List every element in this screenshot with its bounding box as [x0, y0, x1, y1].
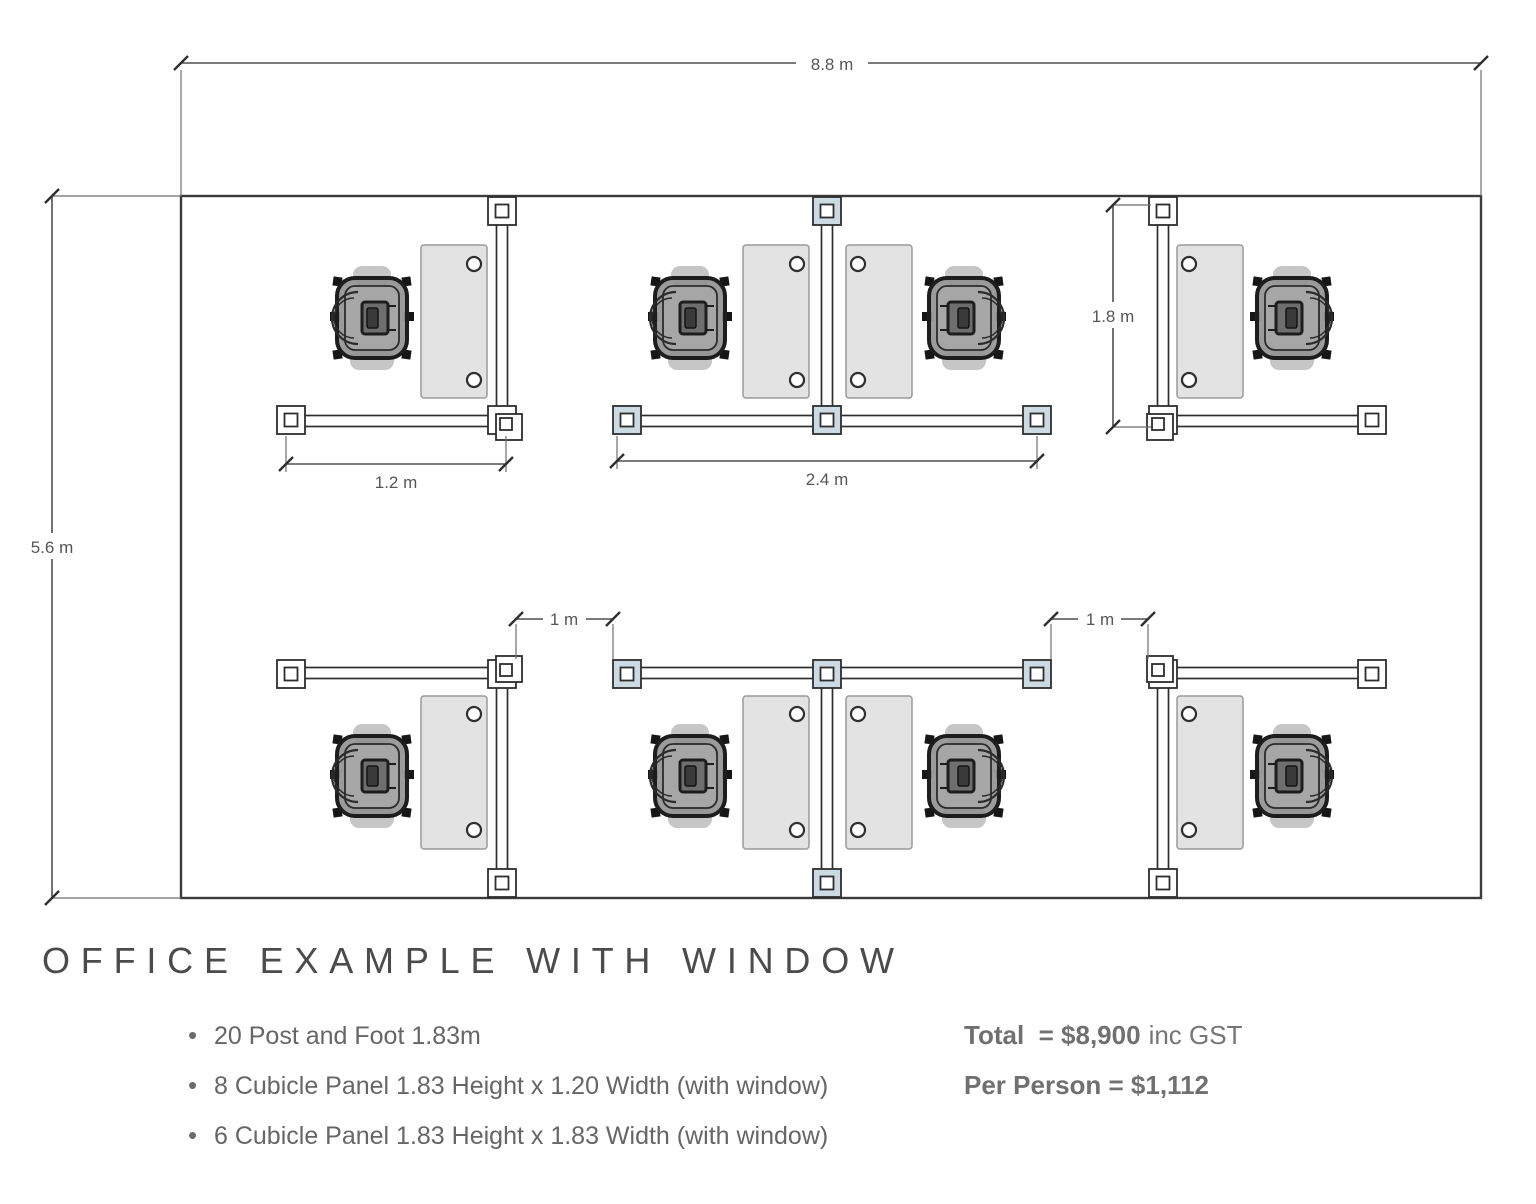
desk	[420, 244, 488, 399]
desk-grommet	[1180, 371, 1198, 389]
per-person-price-value: Per Person = $1,112	[964, 1070, 1210, 1100]
total-price-suffix: inc GST	[1148, 1020, 1243, 1050]
per-person-price-line: Per Person = $1,112	[964, 1072, 1242, 1098]
desk-grommet	[849, 821, 867, 839]
cubicle-panel-vertical	[495, 196, 509, 421]
dim-label-aisle-gap-left: 1 m	[550, 610, 578, 629]
floor-plan-diagram: 8.8 m 5.6 m 1.2 m 2.4 m 1.8 m	[18, 50, 1489, 906]
dim-label-aisle-gap-right: 1 m	[1086, 610, 1114, 629]
desk	[742, 695, 810, 850]
office-chair	[328, 722, 416, 830]
office-chair	[1248, 264, 1336, 372]
dim-label-panel-depth: 1.8 m	[1092, 307, 1135, 326]
bom-item: 8 Cubicle Panel 1.83 Height x 1.20 Width…	[188, 1073, 828, 1099]
dimension-single-run: 1.2 m	[278, 436, 514, 492]
desk-grommet	[788, 371, 806, 389]
dim-label-room-height: 5.6 m	[31, 538, 74, 557]
desk-grommet	[465, 821, 483, 839]
desk-grommet	[788, 255, 806, 273]
dimension-room-width: 8.8 m	[173, 50, 1489, 196]
dimension-double-run: 2.4 m	[609, 436, 1045, 489]
post-foot	[1148, 868, 1178, 898]
desk-grommet	[1180, 255, 1198, 273]
cubicle-panel-horizontal	[290, 414, 503, 428]
dimension-aisle-gap-left: 1 m	[508, 606, 621, 659]
workstation-cluster-top-left	[276, 196, 523, 441]
office-chair	[920, 722, 1008, 830]
desk-grommet	[788, 705, 806, 723]
cubicle-panel-vertical	[495, 673, 509, 898]
desk-grommet	[465, 255, 483, 273]
desk-grommet	[1180, 821, 1198, 839]
post-foot	[487, 868, 517, 898]
desk-grommet	[465, 705, 483, 723]
desk	[1176, 695, 1244, 850]
desk	[742, 244, 810, 399]
cubicle-panel-vertical	[820, 196, 834, 421]
dimension-room-height: 5.6 m	[18, 188, 181, 906]
dim-label-single-run: 1.2 m	[375, 473, 418, 492]
dim-label-double-run: 2.4 m	[806, 470, 849, 489]
post-foot	[612, 405, 642, 435]
desk-grommet	[849, 705, 867, 723]
cubicle-panel-vertical	[1156, 673, 1170, 898]
workstation-cluster-top-right	[1146, 196, 1387, 441]
desk	[845, 695, 913, 850]
cubicle-panel-horizontal	[1162, 414, 1373, 428]
cubicle-panel-horizontal	[290, 666, 503, 680]
bom-item: 6 Cubicle Panel 1.83 Height x 1.83 Width…	[188, 1123, 828, 1149]
desk-grommet	[1180, 705, 1198, 723]
post-foot	[1357, 659, 1387, 689]
desk	[1176, 244, 1244, 399]
office-chair	[646, 264, 734, 372]
bom-list: 20 Post and Foot 1.83m 8 Cubicle Panel 1…	[188, 1023, 828, 1174]
total-price-value: Total = $8,900	[964, 1020, 1141, 1050]
office-chair	[328, 264, 416, 372]
desk	[420, 695, 488, 850]
workstation-cluster-top-middle	[612, 196, 1052, 435]
desk-grommet	[788, 821, 806, 839]
workstation-cluster-bottom-middle	[612, 659, 1052, 898]
page-title: OFFICE EXAMPLE WITH WINDOW	[42, 940, 905, 981]
dim-label-room-width: 8.8 m	[811, 55, 854, 74]
office-chair	[646, 722, 734, 830]
dimension-panel-depth: 1.8 m	[1082, 197, 1151, 435]
desk-grommet	[849, 371, 867, 389]
office-chair	[920, 264, 1008, 372]
cubicle-panel-vertical	[1156, 196, 1170, 421]
workstation-cluster-bottom-right	[1146, 655, 1387, 898]
desk	[845, 244, 913, 399]
desk-grommet	[849, 255, 867, 273]
post-foot	[1022, 659, 1052, 689]
cubicle-panel-vertical	[820, 673, 834, 898]
desk-grommet	[465, 371, 483, 389]
bom-item: 20 Post and Foot 1.83m	[188, 1023, 828, 1049]
post-foot-junction	[812, 405, 842, 435]
cubicle-panel-horizontal	[1162, 666, 1373, 680]
dimension-aisle-gap-right: 1 m	[1043, 606, 1156, 659]
office-chair	[1248, 722, 1336, 830]
workstation-cluster-bottom-left	[276, 655, 523, 898]
